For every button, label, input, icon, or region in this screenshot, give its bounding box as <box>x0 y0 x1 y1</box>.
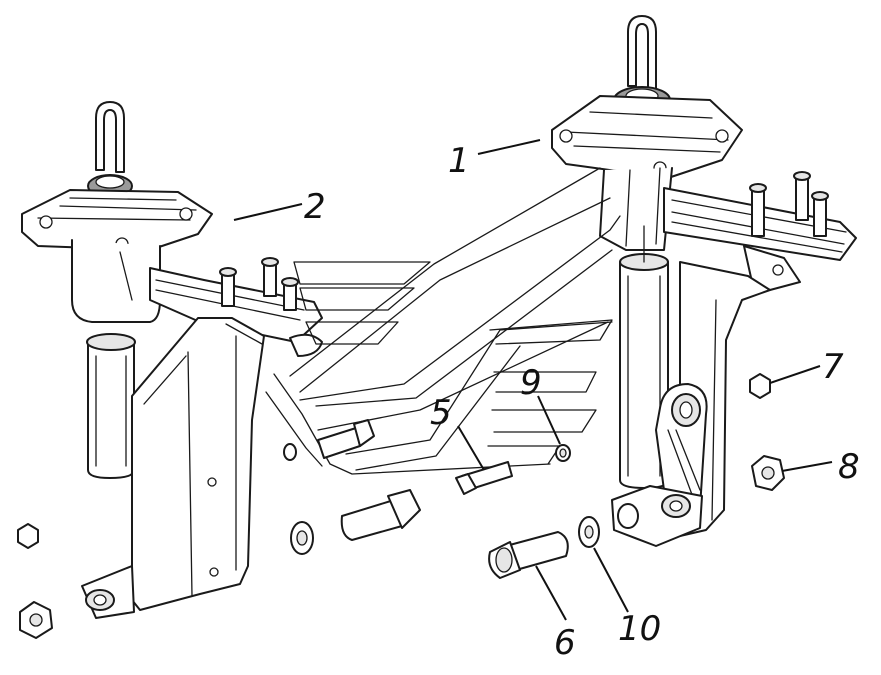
nut-left-large <box>19 601 53 639</box>
small-bolt-left <box>317 419 375 459</box>
callout-6: 6 <box>554 623 576 663</box>
callout-labels: 1 2 5 6 7 8 9 10 <box>304 141 860 663</box>
left-bracket-assembly <box>21 101 323 619</box>
callout-5: 5 <box>430 393 452 433</box>
callout-2: 2 <box>304 187 326 227</box>
callout-10: 10 <box>618 609 661 649</box>
large-bolt-left <box>340 489 421 541</box>
leader-lines <box>233 139 833 621</box>
washer-item-10 <box>578 516 600 548</box>
nut-item-8 <box>751 455 785 491</box>
nut-left-small <box>17 523 39 549</box>
bolt-item-6 <box>488 531 569 579</box>
callout-1: 1 <box>448 141 470 181</box>
small-washer-left <box>283 443 297 461</box>
callout-7: 7 <box>822 347 844 387</box>
bolt-item-5 <box>455 461 513 495</box>
callout-8: 8 <box>838 447 860 487</box>
washer-item-9 <box>555 444 571 462</box>
large-washer-left <box>290 521 314 555</box>
right-bracket-assembly <box>551 15 857 547</box>
callout-9: 9 <box>520 363 542 403</box>
nut-item-7 <box>749 373 771 399</box>
